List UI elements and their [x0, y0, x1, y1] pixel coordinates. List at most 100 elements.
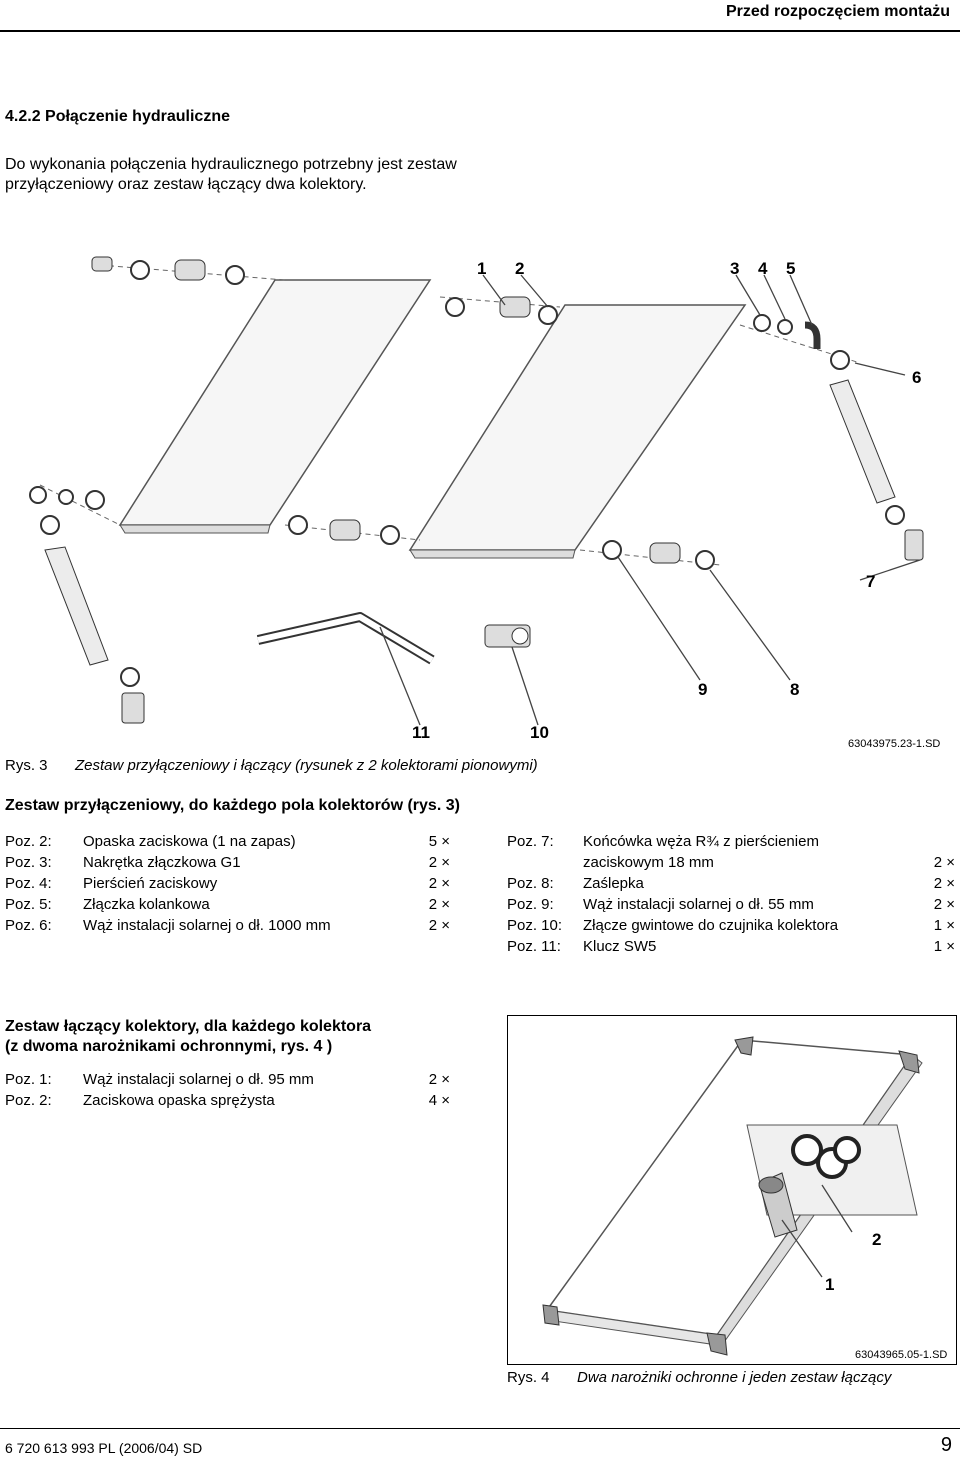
- fig3-label-5: 5: [786, 259, 795, 278]
- set1-parts-left: Poz. 2:Opaska zaciskowa (1 na zapas)5 × …: [5, 833, 450, 938]
- set1-parts-right: Poz. 7: Końcówka węża R¾ z pierścieniem z…: [507, 833, 955, 959]
- fig3-caption: Rys. 3 Zestaw przyłączeniowy i łączący (r…: [5, 757, 538, 774]
- fig4-caption: Rys. 4 Dwa narożniki ochronne i jeden zes…: [507, 1369, 891, 1386]
- qty: 2 ×: [933, 896, 955, 913]
- fig3-label-4: 4: [758, 259, 768, 278]
- header-rule: [0, 30, 960, 32]
- section-heading: 4.2.2 Połączenie hydrauliczne: [5, 108, 230, 125]
- fig3-caption-text: Zestaw przyłączeniowy i łączący (rysunek…: [75, 757, 538, 774]
- pos: Poz. 1:: [5, 1071, 52, 1088]
- qty: 1 ×: [933, 938, 955, 955]
- figure-4-illustration: 2 1 63043965.05-1.SD: [507, 1015, 957, 1365]
- qty: 2 ×: [428, 1071, 450, 1088]
- fig4-label-1: 1: [825, 1275, 834, 1294]
- desc: Nakrętka złączkowa G1: [83, 854, 241, 871]
- desc: Zaślepka: [583, 875, 644, 892]
- pos: Poz. 9:: [507, 896, 554, 913]
- set2-title-line1: Zestaw łączący kolektory, dla każdego ko…: [5, 1018, 372, 1035]
- fittings-left: [29, 486, 145, 724]
- intro-paragraph: Do wykonania połączenia hydraulicznego p…: [5, 156, 457, 193]
- table-row: Poz. 2: Opaska zaciskowa (1 na zapas) 5 ×: [5, 833, 450, 854]
- collector-panel-1: [118, 279, 432, 534]
- table-row: Poz. 5: Złączka kolankowa 2 ×: [5, 896, 450, 917]
- fittings-top-right: [445, 296, 850, 370]
- table-row: Poz. 4: Pierścień zaciskowy 2 ×: [5, 875, 450, 896]
- table-row: Poz. 1: Wąż instalacji solarnej o dł. 95 …: [5, 1071, 450, 1092]
- fittings-top-left: [91, 256, 245, 285]
- figure-3-illustration: 1 2 3 4 5 6 7 8 9 10 11 63043975.23-1.SD: [29, 256, 940, 750]
- qty: 2 ×: [428, 896, 450, 913]
- desc: Złączka kolankowa: [83, 896, 210, 913]
- table-row: Poz. 9: Wąż instalacji solarnej o dł. 55 …: [507, 896, 955, 917]
- desc: Zaciskowa opaska sprężysta: [83, 1092, 275, 1109]
- desc: Klucz SW5: [583, 938, 657, 955]
- set2-title-line2: (z dwoma narożnikami ochronnymi, rys. 4 …: [5, 1038, 333, 1055]
- set2-parts: Poz. 1: Wąż instalacji solarnej o dł. 95 …: [5, 1071, 450, 1113]
- connection-detail: [746, 1124, 918, 1238]
- table-row: zaciskowym 18 mm 2 ×: [507, 854, 955, 875]
- footer-rule: [0, 1428, 960, 1429]
- table-row: Poz. 6: Wąż instalacji solarnej o dł. 100…: [5, 917, 450, 938]
- desc: Wąż instalacji solarnej o dł. 55 mm: [583, 896, 814, 913]
- fig3-code: 63043975.23-1.SD: [848, 738, 940, 750]
- pos: Poz. 7:: [507, 833, 554, 850]
- pos: Poz. 2:: [5, 1092, 52, 1109]
- table-row: Poz. 2: Zaciskowa opaska sprężysta 4 ×: [5, 1092, 450, 1113]
- qty: 5 ×: [428, 833, 450, 850]
- fig3-label-2: 2: [515, 259, 524, 278]
- collector-panel-2: [408, 304, 747, 559]
- fig3-label-3: 3: [730, 259, 739, 278]
- qty: 4 ×: [428, 1092, 450, 1109]
- page-header-title: Przed rozpoczęciem montażu: [725, 3, 950, 20]
- fig3-label-9: 9: [698, 680, 707, 699]
- pos: Poz. 8:: [507, 875, 554, 892]
- pos: Poz. 2:: [5, 833, 52, 850]
- table-row: Poz. 3: Nakrętka złączkowa G1 2 ×: [5, 854, 450, 875]
- fig4-caption-text: Dwa narożniki ochronne i jeden zestaw łą…: [577, 1369, 892, 1386]
- fig3-label-11: 11: [412, 723, 430, 742]
- threaded-connector: [484, 624, 531, 648]
- qty: 2 ×: [428, 875, 450, 892]
- fig4-label-2: 2: [872, 1230, 881, 1249]
- hose-right: [829, 379, 924, 561]
- fig3-caption-label: Rys. 3: [5, 757, 48, 774]
- table-row: Poz. 11: Klucz SW5 1 ×: [507, 938, 955, 959]
- pos: Poz. 5:: [5, 896, 52, 913]
- qty: [917, 833, 955, 854]
- desc: zaciskowym 18 mm: [583, 854, 714, 871]
- pos: Poz. 6:: [5, 917, 52, 934]
- fig4-code: 63043965.05-1.SD: [855, 1349, 947, 1361]
- pos: Poz. 4:: [5, 875, 52, 892]
- table-row: Poz. 10: Złącze gwintowe do czujnika kole…: [507, 917, 955, 938]
- qty: 1 ×: [933, 917, 955, 934]
- pos: Poz. 3:: [5, 854, 52, 871]
- desc: Końcówka węża R¾ z pierścieniem: [583, 833, 819, 850]
- footer-page-number: 9: [940, 1434, 952, 1456]
- fig3-label-10: 10: [530, 723, 549, 742]
- desc: Pierścień zaciskowy: [83, 875, 218, 892]
- qty: 2 ×: [933, 875, 955, 892]
- fig3-label-7: 7: [866, 572, 875, 591]
- desc: Wąż instalacji solarnej o dł. 1000 mm: [83, 917, 331, 934]
- qty: 2 ×: [428, 854, 450, 871]
- qty: 2 ×: [933, 854, 955, 871]
- fig4-caption-label: Rys. 4: [507, 1369, 550, 1386]
- pos: Poz. 11:: [507, 938, 561, 955]
- fig3-label-6: 6: [912, 368, 921, 387]
- set1-title: Zestaw przyłączeniowy, do każdego pola k…: [5, 797, 460, 814]
- desc: Opaska zaciskowa (1 na zapas): [83, 833, 296, 850]
- corner-protectors: [542, 1036, 920, 1356]
- desc: Złącze gwintowe do czujnika kolektora: [583, 917, 839, 934]
- pos: Poz. 10:: [507, 917, 563, 934]
- pos: [507, 854, 583, 875]
- set2-title: Zestaw łączący kolektory, dla każdego ko…: [5, 1017, 371, 1057]
- fittings-bottom: [288, 515, 715, 570]
- fig3-label-8: 8: [790, 680, 799, 699]
- qty: 2 ×: [428, 917, 450, 934]
- table-row: Poz. 8: Zaślepka 2 ×: [507, 875, 955, 896]
- fig3-label-1: 1: [477, 259, 486, 278]
- hex-key: [256, 612, 435, 665]
- footer-doc-number: 6 720 613 993 PL (2006/04) SD: [5, 1440, 203, 1456]
- desc: Wąż instalacji solarnej o dł. 95 mm: [83, 1071, 314, 1088]
- table-row: Poz. 7: Końcówka węża R¾ z pierścieniem: [507, 833, 955, 854]
